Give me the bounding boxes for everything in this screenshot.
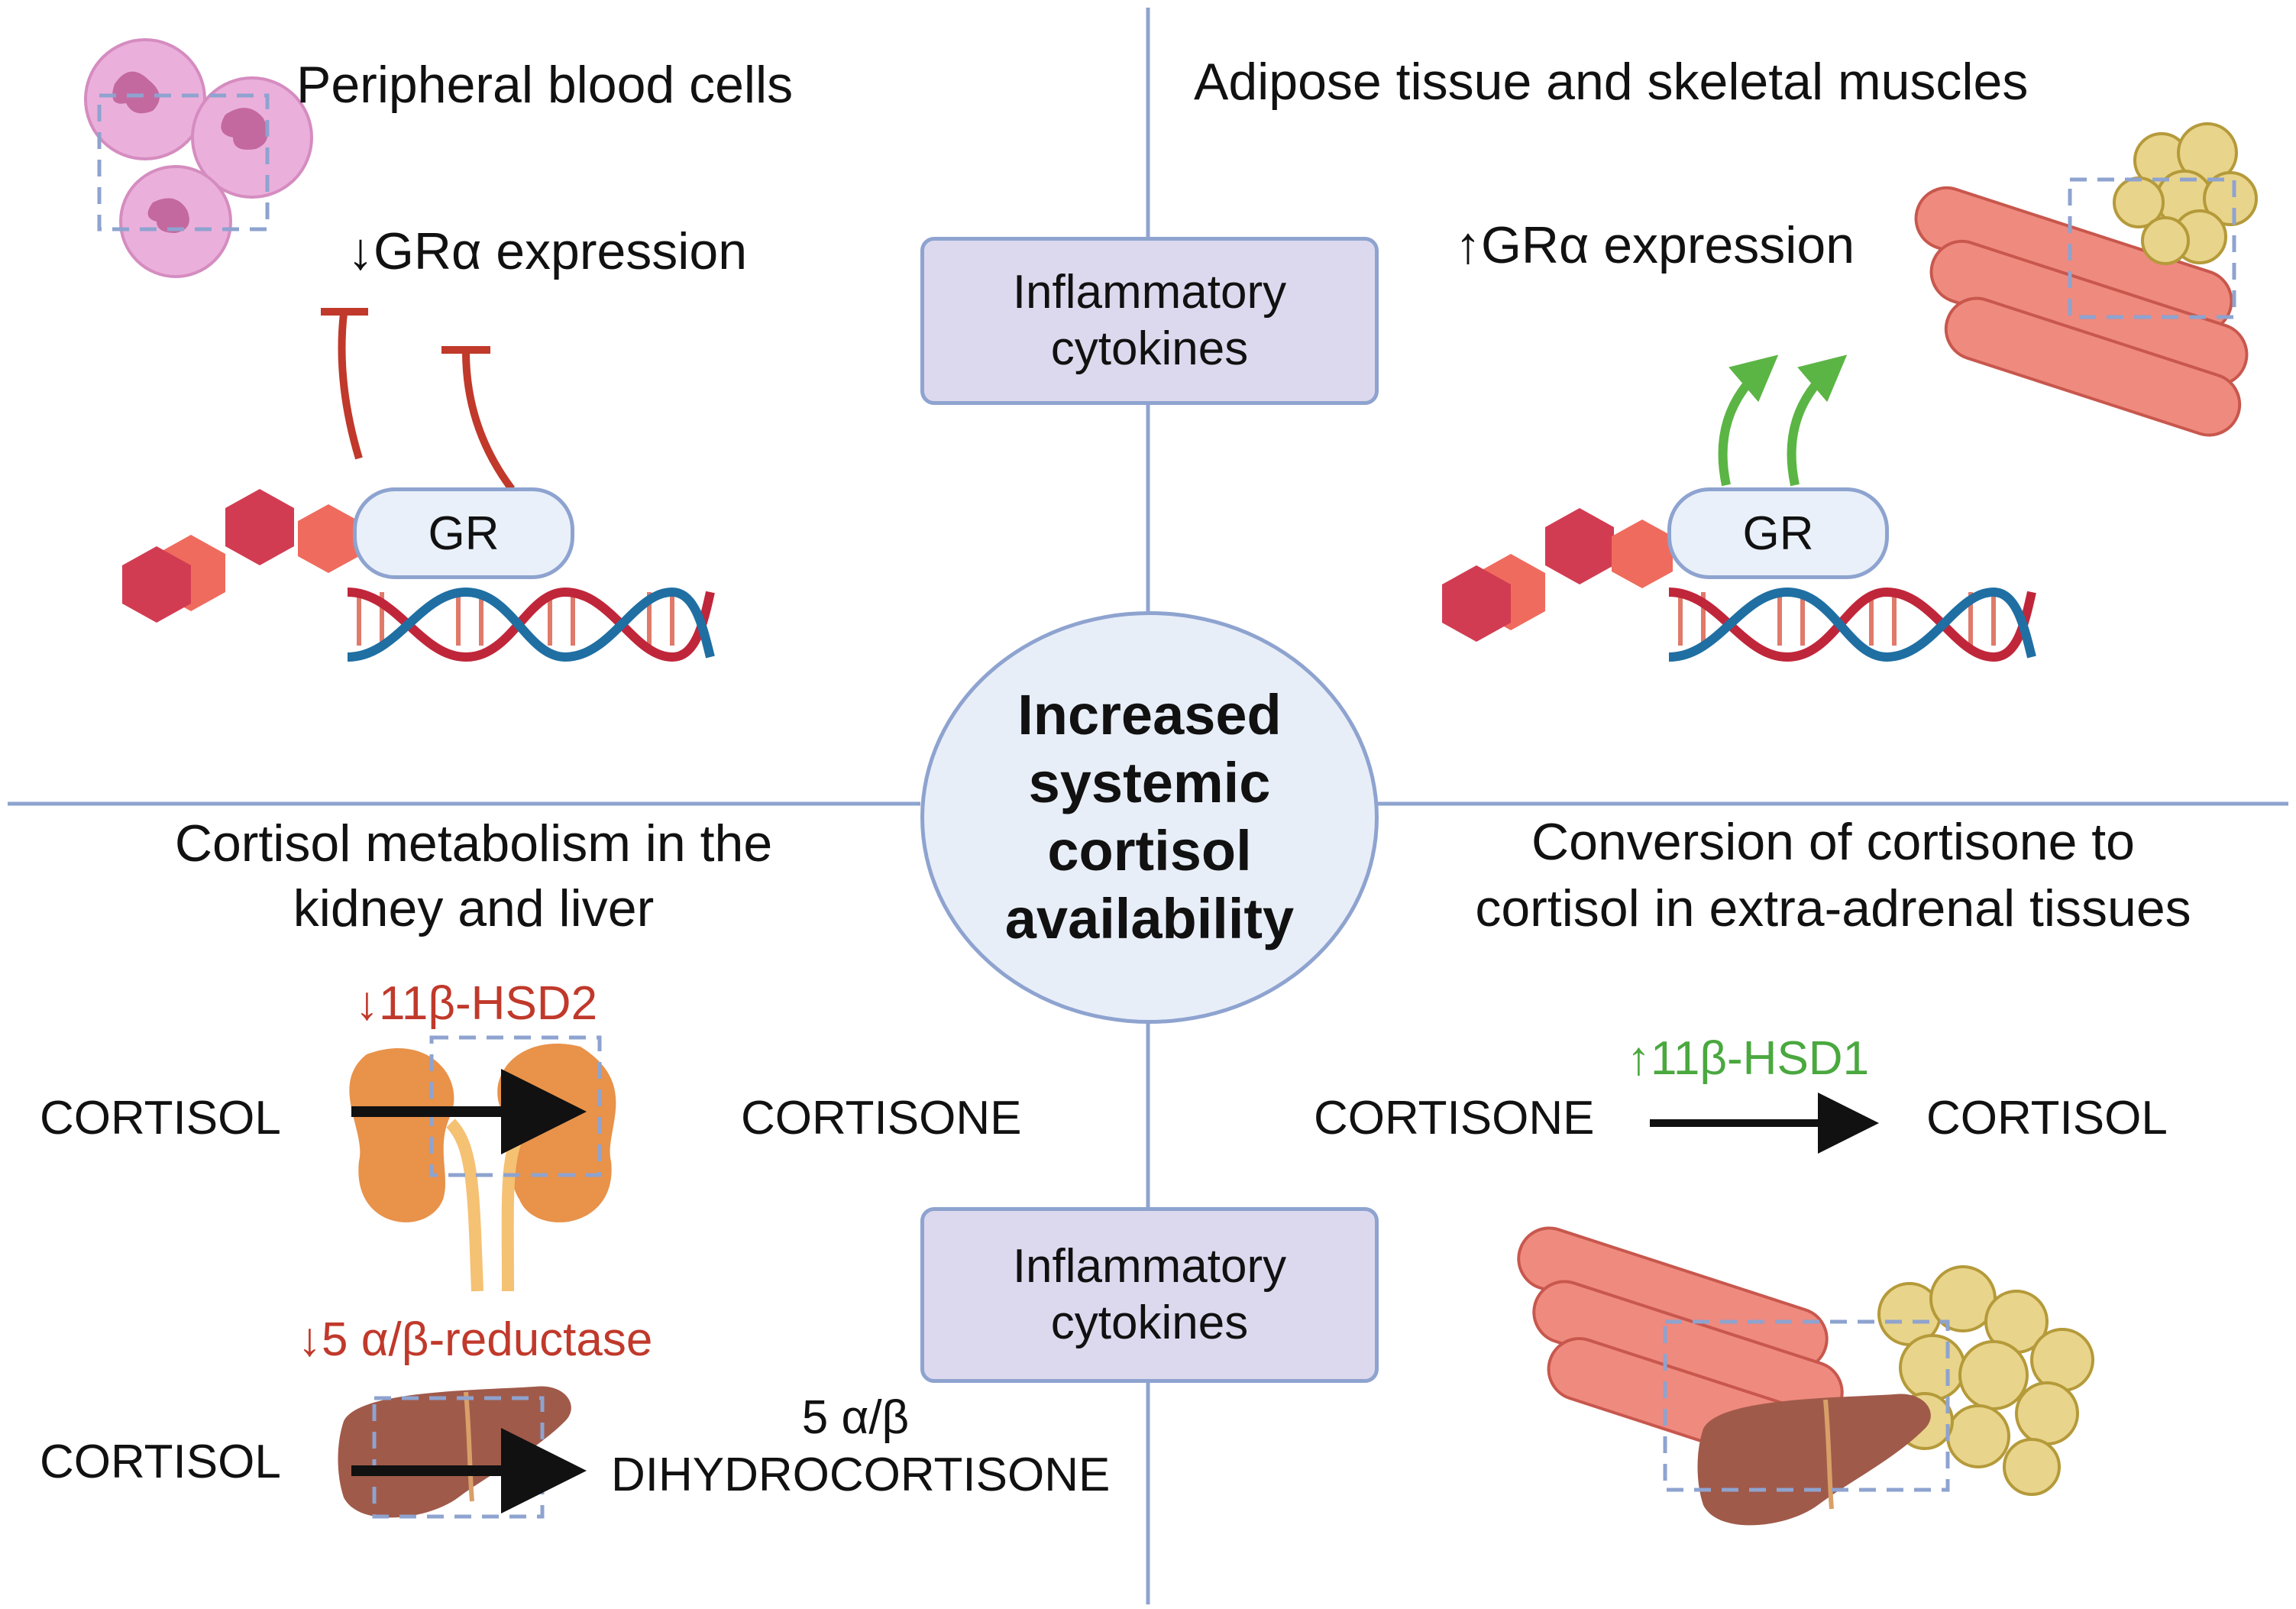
muscle-fat-top-icon <box>1914 122 2258 437</box>
conversion-cortisol-label: CORTISOL <box>1926 1092 2168 1144</box>
cortisol-molecule-left-icon <box>122 489 359 623</box>
reductase-label: ↓5 α/β-reductase <box>298 1313 653 1366</box>
dihydrocortisone-line1: 5 α/β <box>801 1391 910 1444</box>
blood-cells-icon <box>84 38 313 278</box>
dihydrocortisone-line2: DIHYDROCORTISONE <box>611 1449 1111 1501</box>
central-circle: Increased systemic cortisol availability <box>920 611 1379 1024</box>
gr-receptor-left: GR <box>353 487 574 579</box>
conversion-title-line2: cortisol in extra-adrenal tissues <box>1475 879 2191 937</box>
dna-right-icon <box>1668 587 2036 662</box>
gra-expression-down: ↓GRα expression <box>348 222 748 280</box>
cytokines-bottom-line1: Inflammatory <box>1012 1239 1287 1293</box>
inhibition-arrows <box>321 308 516 491</box>
cytokines-box-top: Inflammatory cytokines <box>920 237 1379 405</box>
gra-expression-up: ↑GRα expression <box>1455 216 1855 274</box>
hsd2-label: ↓11β-HSD2 <box>355 977 598 1030</box>
kidney-icon <box>349 1035 616 1292</box>
center-line3: cortisol <box>1047 819 1252 882</box>
muscle-fat-liver-bottom-icon <box>1517 1226 2094 1526</box>
cytokines-box-bottom: Inflammatory cytokines <box>920 1207 1379 1383</box>
cytokines-bottom-line2: cytokines <box>1050 1297 1249 1349</box>
kidney-cortisol-label: CORTISOL <box>40 1092 281 1144</box>
conversion-cortisone-label: CORTISONE <box>1314 1092 1595 1144</box>
cortisol-molecule-right-icon <box>1442 508 1673 642</box>
kidney-cortisone-label: CORTISONE <box>741 1092 1022 1144</box>
dna-left-icon <box>347 587 715 662</box>
kidney-liver-title-line2: kidney and liver <box>293 879 655 937</box>
center-line1: Increased <box>1017 683 1282 747</box>
center-line4: availability <box>1004 886 1295 950</box>
hsd1-label: ↑11β-HSD1 <box>1627 1032 1870 1085</box>
cytokines-top-line2: cytokines <box>1050 322 1249 375</box>
liver-icon <box>338 1386 587 1519</box>
cytokines-top-line1: Inflammatory <box>1012 265 1287 319</box>
conversion-title-line1: Conversion of cortisone to <box>1531 813 2135 871</box>
kidney-liver-title-line1: Cortisol metabolism in the <box>174 814 773 872</box>
blood-cells-title: Peripheral blood cells <box>296 56 794 114</box>
gr-receptor-right: GR <box>1667 487 1889 579</box>
center-line2: systemic <box>1028 751 1271 815</box>
activation-arrows <box>1718 354 1848 487</box>
quadrant-dividers <box>8 8 2288 1604</box>
liver-cortisol-label: CORTISOL <box>40 1436 281 1488</box>
adipose-muscle-title: Adipose tissue and skeletal muscles <box>1194 53 2029 111</box>
